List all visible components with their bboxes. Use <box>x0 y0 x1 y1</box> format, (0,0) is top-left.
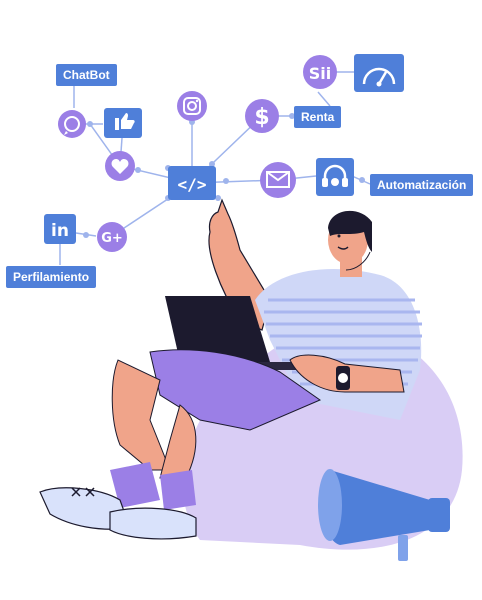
svg-text:$: $ <box>254 105 269 130</box>
shorts <box>149 349 322 431</box>
chatbot-label: ChatBot <box>56 64 117 86</box>
sii-text: Sii <box>309 64 332 83</box>
svg-text:G+: G+ <box>101 231 123 246</box>
code-icon: </> <box>168 166 216 200</box>
leg-lower <box>159 404 197 479</box>
instagram-icon <box>177 91 207 121</box>
linkedin-icon: in <box>44 214 76 244</box>
megaphone-icon <box>318 469 450 561</box>
dollar-icon: $ <box>245 99 279 133</box>
heart-icon <box>105 151 135 181</box>
automatizacion-label: Automatización <box>370 174 474 196</box>
wristwatch <box>336 366 350 390</box>
svg-text:in: in <box>51 221 69 241</box>
renta-label: Renta <box>294 106 342 128</box>
google-plus-icon: G+ <box>97 222 127 252</box>
sock-right <box>160 470 196 510</box>
shoe-laces <box>71 487 95 497</box>
perfilamiento-label: Perfilamiento <box>6 266 97 288</box>
sock-left <box>110 462 160 508</box>
speedometer-icon <box>354 54 404 92</box>
sneaker-right <box>109 507 197 540</box>
character-head <box>328 210 372 277</box>
raised-arm <box>208 198 271 331</box>
thumbs-up-icon <box>104 108 142 138</box>
mail-icon <box>260 162 296 198</box>
headset-icon <box>316 158 354 196</box>
whatsapp-icon <box>58 110 86 138</box>
code-glyph: </> <box>178 175 207 194</box>
sii-icon: Sii <box>303 55 337 89</box>
